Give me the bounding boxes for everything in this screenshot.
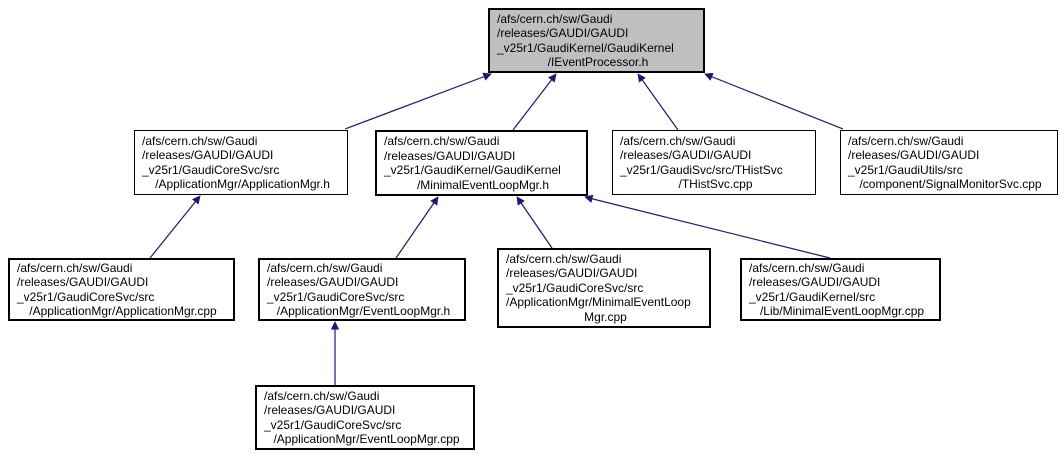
node-text-line: /releases/GAUDI/GAUDI [142, 148, 274, 162]
node-text-line: /afs/cern.ch/sw/Gaudi [620, 133, 736, 148]
node-text-line: _v25r1/GaudiKernel/GaudiKernel [384, 163, 561, 177]
graph-node-signalmonitorsvc-cpp[interactable]: /afs/cern.ch/sw/Gaudi /releases/GAUDI/GA… [840, 130, 1058, 195]
edge-applicationmgr-cpp-to-applicationmgr-h [149, 195, 201, 259]
node-text-line: /ApplicationMgr/ApplicationMgr.h [155, 177, 330, 191]
node-text-line: /afs/cern.ch/sw/Gaudi [497, 11, 613, 26]
node-text-line: /afs/cern.ch/sw/Gaudi [17, 260, 133, 275]
node-text-line: /THistSvc.cpp [678, 177, 753, 191]
node-text-line: /component/SignalMonitorSvc.cpp [859, 177, 1042, 191]
graph-node-eventloopmgr-cpp[interactable]: /afs/cern.ch/sw/Gaudi /releases/GAUDI/GA… [255, 385, 475, 450]
node-text-line: /releases/GAUDI/GAUDI [264, 403, 396, 417]
node-text-line: _v25r1/GaudiCoreSvc/src [264, 417, 402, 432]
node-text-line: Mgr.cpp [584, 309, 627, 324]
node-text-line: /ApplicationMgr/EventLoopMgr.h [276, 304, 451, 318]
graph-node-minimaleventloopmgr-cpp-kernel[interactable]: /afs/cern.ch/sw/Gaudi /releases/GAUDI/GA… [740, 258, 941, 321]
node-text-line: /releases/GAUDI/GAUDI [749, 275, 881, 289]
node-text-line: _v25r1/GaudiCoreSvc/src [17, 289, 155, 304]
edge-eventloopmgr-h-to-minimaleventloopmgr-h [395, 196, 439, 259]
node-text-line: /ApplicationMgr/MinimalEventLoop [506, 295, 691, 310]
node-text-line: /IEventProcessor.h [547, 55, 649, 69]
node-text-line: _v25r1/GaudiKernel/src [749, 289, 876, 304]
node-text-line: /releases/GAUDI/GAUDI [848, 148, 980, 162]
node-text-line: /afs/cern.ch/sw/Gaudi [384, 134, 500, 148]
node-text-line: /releases/GAUDI/GAUDI [506, 266, 638, 281]
graph-node-minimaleventloopmgr-h[interactable]: /afs/cern.ch/sw/Gaudi /releases/GAUDI/GA… [375, 130, 588, 196]
node-text-line: /MinimalEventLoopMgr.h [416, 177, 550, 192]
node-text-line: /afs/cern.ch/sw/Gaudi [749, 260, 865, 275]
edge-applicationmgr-h-to-ieventprocessor-h [344, 72, 492, 130]
node-text-line: _v25r1/GaudiCoreSvc/src [506, 280, 644, 295]
node-text-line: /afs/cern.ch/sw/Gaudi [267, 260, 383, 275]
node-text-line: /ApplicationMgr/ApplicationMgr.cpp [29, 304, 217, 318]
node-text-line: _v25r1/GaudiUtils/src [848, 162, 963, 177]
node-text-line: _v25r1/GaudiKernel/GaudiKernel [497, 40, 674, 55]
node-text-line: /releases/GAUDI/GAUDI [497, 26, 629, 40]
edge-minimaleventloopmgr-h-to-ieventprocessor-h [512, 73, 557, 131]
edge-minimaleventloopmgr-cpp-coresvc-to-minimaleventloopmgr-h [516, 196, 553, 249]
node-text-line: /releases/GAUDI/GAUDI [384, 148, 516, 163]
graph-node-minimaleventloopmgr-cpp-coresvc[interactable]: /afs/cern.ch/sw/Gaudi /releases/GAUDI/GA… [497, 248, 711, 328]
node-text-line: /afs/cern.ch/sw/Gaudi [142, 133, 258, 148]
node-text-line: /releases/GAUDI/GAUDI [620, 148, 752, 162]
graph-node-applicationmgr-h[interactable]: /afs/cern.ch/sw/Gaudi /releases/GAUDI/GA… [134, 130, 348, 195]
node-text-line: /releases/GAUDI/GAUDI [267, 275, 399, 289]
edge-signalmonitorsvc-cpp-to-ieventprocessor-h [704, 72, 844, 130]
graph-node-thistsvc-cpp[interactable]: /afs/cern.ch/sw/Gaudi /releases/GAUDI/GA… [612, 130, 816, 195]
node-text-line: _v25r1/GaudiCoreSvc/src [142, 162, 280, 177]
node-text-line: /afs/cern.ch/sw/Gaudi [506, 251, 622, 266]
graph-node-ieventprocessor-h: /afs/cern.ch/sw/Gaudi /releases/GAUDI/GA… [488, 8, 705, 73]
node-text-line: /afs/cern.ch/sw/Gaudi [264, 388, 380, 403]
node-text-line: /Lib/MinimalEventLoopMgr.cpp [759, 304, 925, 318]
graph-node-applicationmgr-cpp[interactable]: /afs/cern.ch/sw/Gaudi /releases/GAUDI/GA… [8, 258, 235, 321]
edge-thistsvc-cpp-to-ieventprocessor-h [637, 73, 679, 131]
node-text-line: /afs/cern.ch/sw/Gaudi [848, 133, 964, 148]
node-text-line: /ApplicationMgr/EventLoopMgr.cpp [273, 432, 460, 446]
node-text-line: _v25r1/GaudiSvc/src/THistSvc [620, 162, 783, 177]
node-text-line: _v25r1/GaudiCoreSvc/src [267, 289, 405, 304]
graph-node-eventloopmgr-h[interactable]: /afs/cern.ch/sw/Gaudi /releases/GAUDI/GA… [258, 258, 466, 321]
node-text-line: /releases/GAUDI/GAUDI [17, 275, 149, 289]
